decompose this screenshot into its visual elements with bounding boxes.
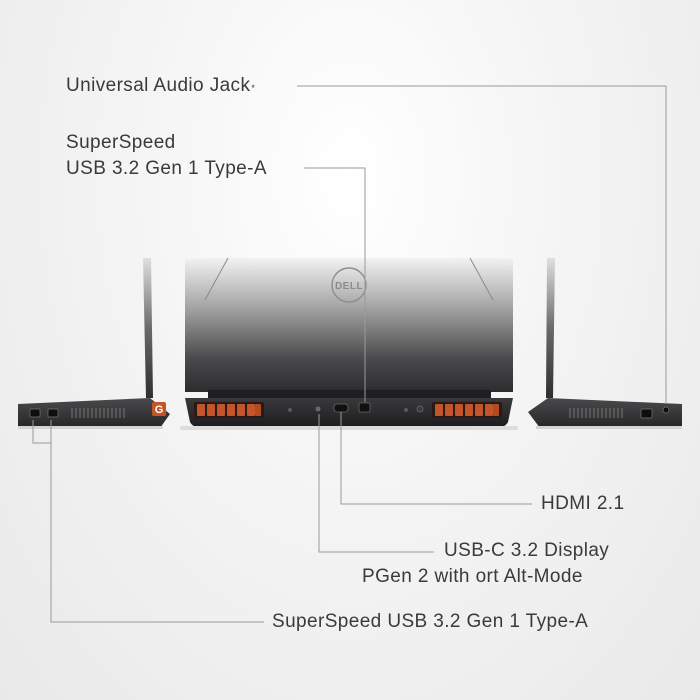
callout-audio-jack: Universal Audio Jack* — [66, 73, 255, 99]
callout-audio-jack-mark: * — [251, 83, 256, 93]
laptop-left-side-view: G — [18, 258, 170, 429]
usb-c-port — [333, 403, 349, 413]
right-usb-a-port — [640, 408, 653, 419]
leader-audio-jack — [297, 85, 667, 404]
left-side-base — [18, 398, 170, 428]
callout-usb-a-top: SuperSpeed USB 3.2 Gen 1 Type-A — [66, 130, 267, 182]
rear-indicator-left — [288, 408, 292, 412]
left-usb-a-port-1 — [29, 408, 41, 418]
leader-usb-a-top — [304, 167, 366, 402]
laptop-lid — [185, 258, 513, 392]
left-side-vent — [71, 408, 125, 418]
dell-logo: DELL — [331, 267, 367, 303]
laptop-rear-view: DELL — [180, 257, 518, 430]
callout-usb-a-top-line2: USB 3.2 Gen 1 Type-A — [66, 158, 267, 179]
hdmi-port — [416, 405, 424, 413]
lid-accent-left — [204, 257, 229, 301]
left-usb-a-port-2 — [47, 408, 59, 418]
callout-usb-a-top-line1: SuperSpeed — [66, 132, 176, 153]
hinge — [208, 390, 491, 398]
leader-usb-a-bottom — [32, 420, 264, 623]
leader-usb-c — [318, 414, 434, 553]
callout-hdmi: HDMI 2.1 — [541, 493, 625, 514]
g-badge-text: G — [155, 404, 164, 416]
callout-usb-a-bottom: SuperSpeed USB 3.2 Gen 1 Type-A — [272, 611, 589, 632]
right-side-base — [528, 398, 682, 428]
left-side-foot — [18, 426, 163, 429]
callout-lines — [32, 85, 667, 623]
g-series-badge: G — [152, 402, 166, 416]
callout-usb-c-line2: PGen 2 with ort Alt-Mode — [362, 566, 583, 587]
callout-usb-c-line1: USB-C 3.2 Display — [444, 540, 610, 561]
rear-vent-right — [432, 402, 502, 418]
power-port — [315, 406, 321, 412]
callout-usb-c: USB-C 3.2 Display — [444, 538, 609, 564]
dell-logo-text: DELL — [335, 281, 363, 292]
right-side-vent — [569, 408, 623, 418]
audio-jack-port — [662, 406, 670, 414]
lid-accent-right — [469, 257, 494, 301]
rear-vent-left — [194, 402, 264, 418]
left-side-lid — [143, 258, 153, 398]
laptop-base-rear — [185, 398, 513, 428]
laptop-right-side-view — [528, 258, 682, 429]
leader-hdmi — [340, 412, 532, 505]
right-side-lid — [546, 258, 555, 398]
rear-indicator-right — [404, 408, 408, 412]
right-side-foot — [536, 426, 682, 429]
base-foot — [180, 426, 518, 430]
callout-usb-c-line2-wrap: PGen 2 with ort Alt-Mode — [362, 564, 583, 590]
usb-a-port-rear — [358, 402, 371, 413]
callout-audio-jack-text: Universal Audio Jack — [66, 75, 251, 96]
